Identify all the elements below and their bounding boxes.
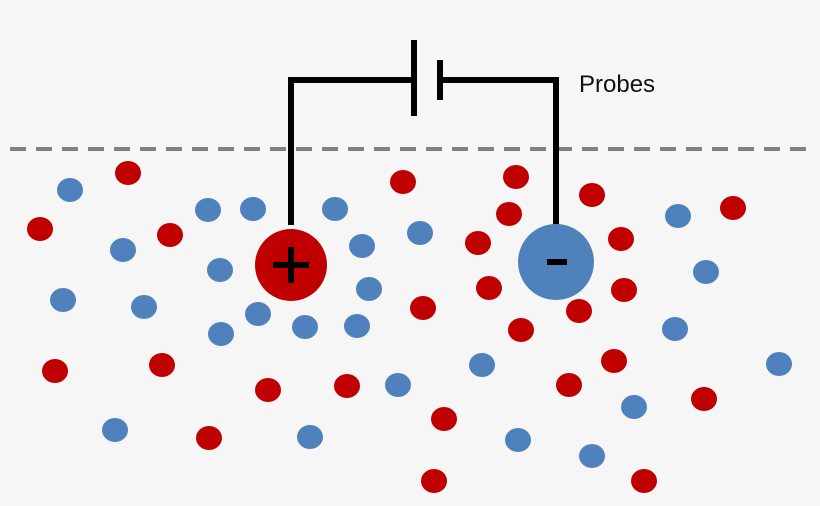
positive-ion — [508, 318, 534, 342]
positive-electrode — [255, 229, 327, 301]
positive-ion — [255, 378, 281, 402]
negative-electrode — [518, 224, 594, 300]
negative-ion — [240, 197, 266, 221]
negative-ion — [344, 314, 370, 338]
positive-ion — [465, 231, 491, 255]
negative-ion — [349, 234, 375, 258]
negative-ion — [297, 425, 323, 449]
plus-icon — [273, 247, 309, 283]
positive-ion — [496, 202, 522, 226]
negative-ion — [621, 395, 647, 419]
negative-ion — [110, 238, 136, 262]
negative-ion — [322, 197, 348, 221]
positive-ion — [691, 387, 717, 411]
negative-ion — [207, 258, 233, 282]
positive-ion — [410, 296, 436, 320]
negative-probe-wire — [440, 77, 559, 225]
negative-ion — [505, 428, 531, 452]
positive-ion — [115, 161, 141, 185]
negative-ion — [693, 260, 719, 284]
negative-ion — [245, 302, 271, 326]
negative-ion — [385, 373, 411, 397]
positive-ion — [196, 426, 222, 450]
positive-ion — [720, 196, 746, 220]
positive-ion — [27, 217, 53, 241]
ion-particles — [27, 161, 792, 493]
positive-probe-wire — [288, 77, 414, 225]
negative-ion — [50, 288, 76, 312]
positive-ion — [579, 183, 605, 207]
negative-ion — [102, 418, 128, 442]
positive-ion — [503, 165, 529, 189]
negative-ion — [208, 322, 234, 346]
positive-ion — [42, 359, 68, 383]
positive-ion — [631, 469, 657, 493]
negative-ion — [356, 277, 382, 301]
negative-ion — [579, 444, 605, 468]
negative-ion — [292, 315, 318, 339]
battery-symbol-icon — [411, 40, 443, 116]
positive-ion — [566, 299, 592, 323]
positive-ion — [149, 353, 175, 377]
positive-ion — [421, 469, 447, 493]
negative-ion — [662, 317, 688, 341]
positive-ion — [476, 276, 502, 300]
positive-ion — [431, 407, 457, 431]
probes-label: Probes — [579, 71, 655, 98]
negative-ion — [131, 295, 157, 319]
positive-ion — [601, 349, 627, 373]
positive-ion — [157, 223, 183, 247]
negative-ion — [407, 221, 433, 245]
positive-ion — [608, 227, 634, 251]
negative-ion — [665, 204, 691, 228]
negative-ion — [195, 198, 221, 222]
positive-ion — [556, 373, 582, 397]
negative-ion — [57, 178, 83, 202]
positive-ion — [390, 170, 416, 194]
probe-circuit — [288, 40, 559, 225]
positive-ion — [611, 278, 637, 302]
negative-ion — [766, 352, 792, 376]
positive-ion — [334, 374, 360, 398]
negative-ion — [469, 353, 495, 377]
